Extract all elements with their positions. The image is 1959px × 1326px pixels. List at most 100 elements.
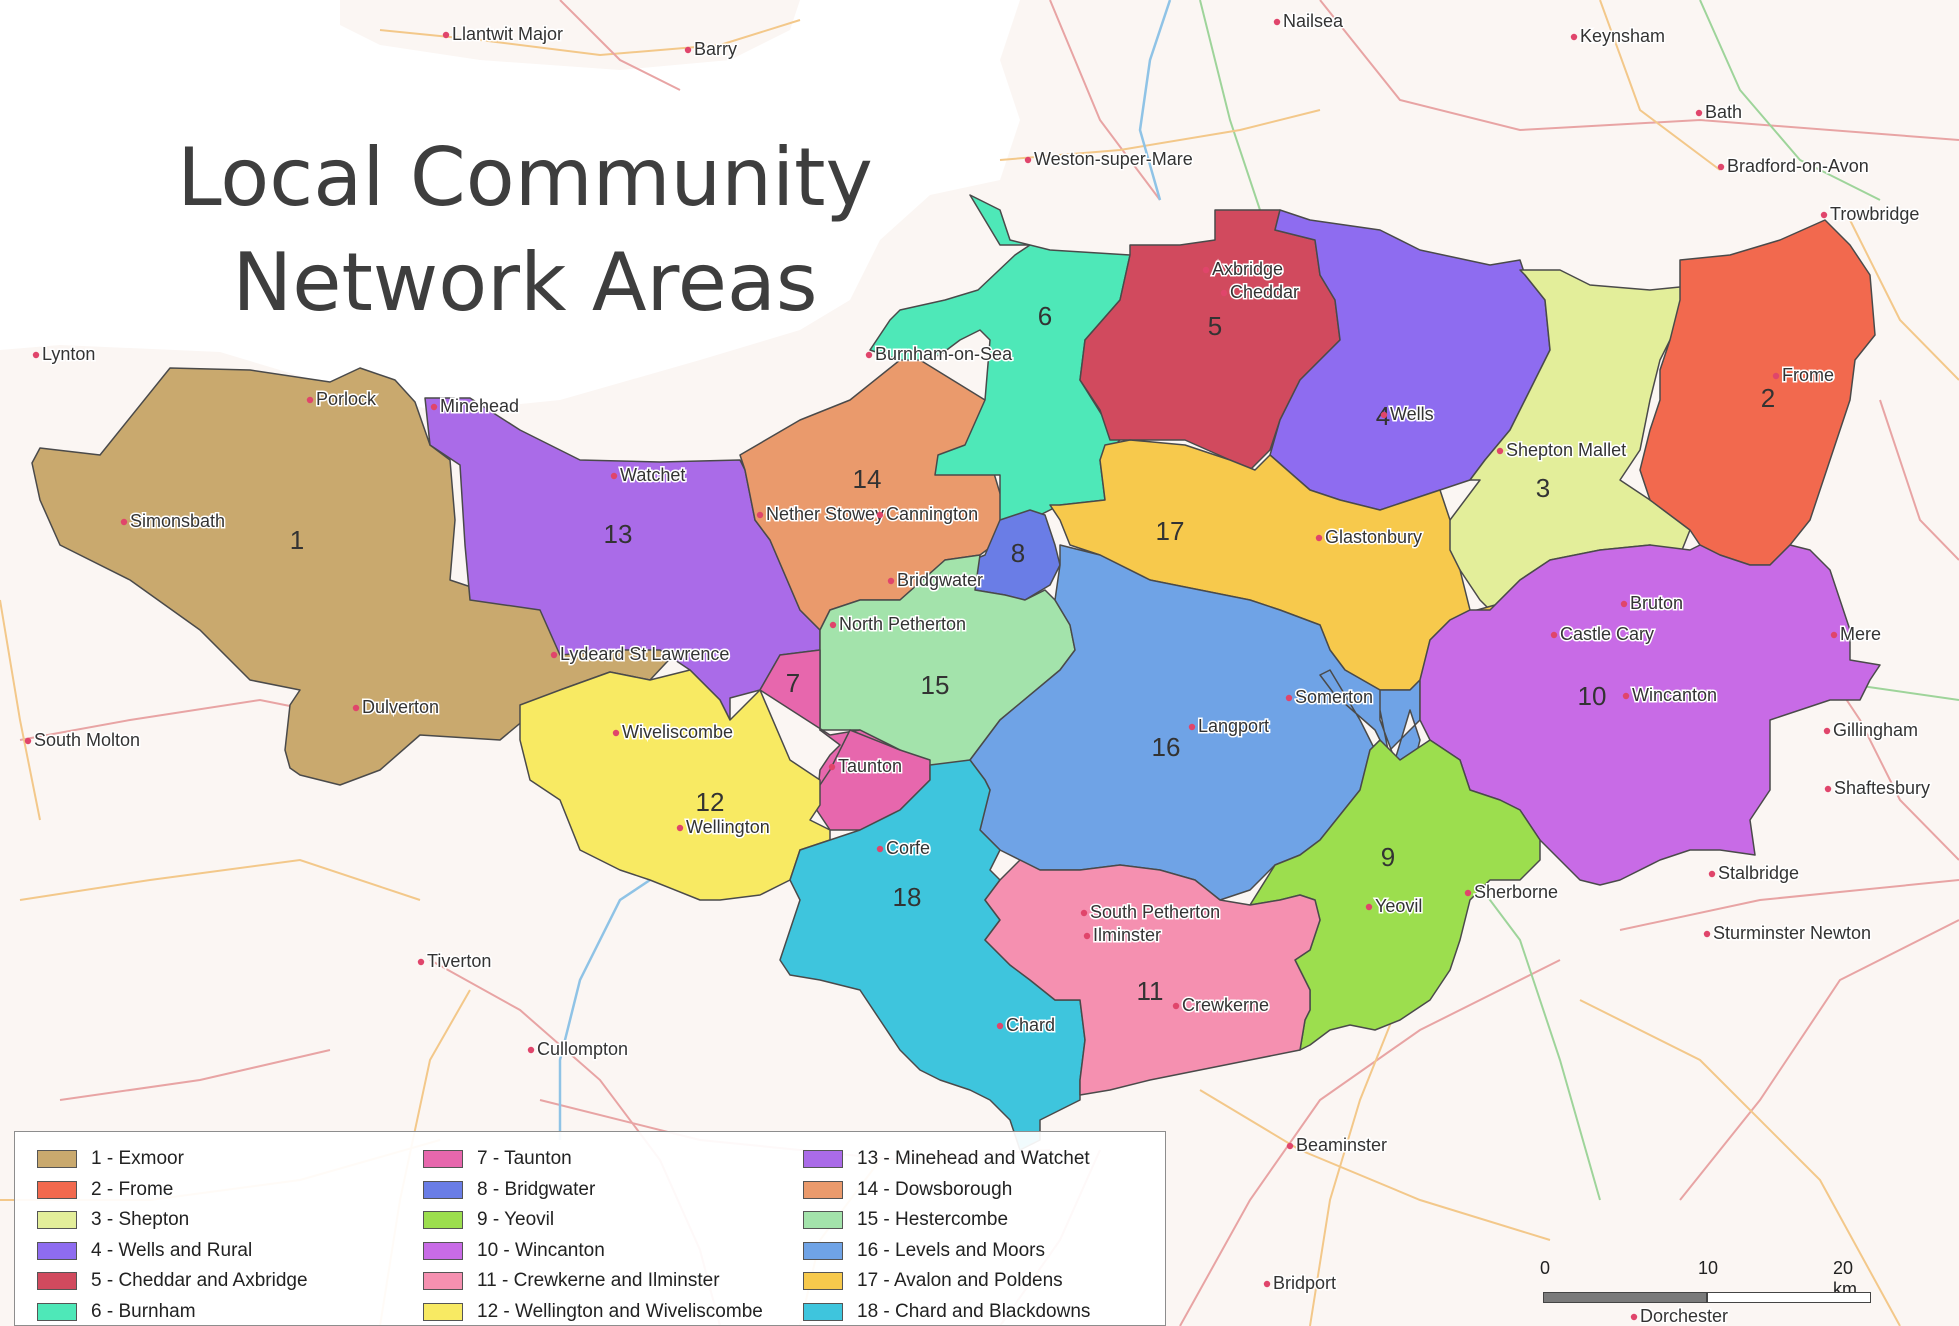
area-number-12: 12 bbox=[696, 787, 725, 817]
place-label: Corfe bbox=[886, 838, 930, 858]
legend-swatch bbox=[803, 1272, 843, 1290]
legend-swatch bbox=[423, 1302, 463, 1321]
place-dot bbox=[829, 621, 837, 629]
place-labels: Llantwit MajorBarryNailseaKeynshamBathWe… bbox=[24, 10, 1932, 1326]
place-dot bbox=[828, 763, 836, 771]
place-label: Ilminster bbox=[1093, 925, 1161, 945]
legend-item-2: 2 - Frome bbox=[37, 1178, 173, 1202]
legend-swatch bbox=[423, 1180, 463, 1199]
legend-item-1: 1 - Exmoor bbox=[37, 1147, 184, 1171]
area-number-1: 1 bbox=[290, 525, 304, 555]
area-12-wellington-and-wiveliscombe[interactable] bbox=[519, 669, 831, 901]
place-label: Stalbridge bbox=[1718, 863, 1799, 883]
place-label: Watchet bbox=[620, 465, 685, 485]
place-dot bbox=[887, 577, 895, 585]
place-dot bbox=[1380, 411, 1388, 419]
legend-item-10: 10 - Wincanton bbox=[423, 1239, 605, 1263]
place-label: Dorchester bbox=[1640, 1306, 1728, 1326]
place-dot bbox=[1570, 33, 1578, 41]
land-wales bbox=[340, 0, 800, 70]
area-number-18: 18 bbox=[893, 882, 922, 912]
area-number-16: 16 bbox=[1152, 732, 1181, 762]
place-dot bbox=[1286, 1142, 1294, 1150]
place-dot bbox=[684, 46, 692, 54]
place-dot bbox=[1083, 932, 1091, 940]
place-label: Bridport bbox=[1273, 1273, 1336, 1293]
legend-label: 5 - Cheddar and Axbridge bbox=[91, 1270, 308, 1291]
area-number-2: 2 bbox=[1761, 383, 1775, 413]
area-number-3: 3 bbox=[1536, 473, 1550, 503]
place-dot bbox=[1772, 372, 1780, 380]
place-dot bbox=[1630, 1313, 1638, 1321]
legend-item-7: 7 - Taunton bbox=[423, 1147, 572, 1171]
place-dot bbox=[676, 824, 684, 832]
area-number-6: 6 bbox=[1038, 301, 1052, 331]
legend-label: 15 - Hestercombe bbox=[857, 1209, 1009, 1230]
place-dot bbox=[996, 1022, 1004, 1030]
legend-label: 12 - Wellington and Wiveliscombe bbox=[477, 1300, 763, 1322]
place-label: Cullompton bbox=[537, 1039, 628, 1059]
legend-item-14: 14 - Dowsborough bbox=[803, 1178, 1012, 1202]
area-number-8: 8 bbox=[1011, 538, 1025, 568]
place-dot bbox=[876, 511, 884, 519]
legend-swatch bbox=[423, 1272, 463, 1290]
area-11-crewkerne-and-ilminster[interactable] bbox=[984, 859, 1321, 1096]
place-dot bbox=[32, 351, 40, 359]
place-label: Frome bbox=[1782, 365, 1834, 385]
area-number-7: 7 bbox=[786, 668, 800, 698]
place-label: Chard bbox=[1006, 1015, 1055, 1035]
place-dot bbox=[1708, 870, 1716, 878]
legend-swatch bbox=[37, 1150, 77, 1168]
place-dot bbox=[1823, 727, 1831, 735]
place-dot bbox=[1315, 534, 1323, 542]
legend-label: 17 - Avalon and Poldens bbox=[857, 1270, 1063, 1291]
place-label: Weston-super-Mare bbox=[1034, 149, 1193, 169]
legend-item-17: 17 - Avalon and Poldens bbox=[803, 1269, 1063, 1293]
community-areas[interactable] bbox=[31, 194, 1881, 1151]
legend-swatch bbox=[803, 1150, 843, 1168]
place-label: Simonsbath bbox=[130, 511, 225, 531]
place-dot bbox=[612, 729, 620, 737]
legend-item-18: 18 - Chard and Blackdowns bbox=[803, 1300, 1090, 1324]
place-dot bbox=[306, 396, 314, 404]
legend-label: 7 - Taunton bbox=[477, 1148, 572, 1169]
place-dot bbox=[527, 1046, 535, 1054]
place-label: Wellington bbox=[686, 817, 770, 837]
place-label: Dulverton bbox=[362, 697, 439, 717]
place-label: Gillingham bbox=[1833, 720, 1918, 740]
map-title-line2: Network Areas bbox=[232, 236, 818, 329]
place-dot bbox=[1263, 1280, 1271, 1288]
place-label: South Molton bbox=[34, 730, 140, 750]
legend-label: 11 - Crewkerne and Ilminster bbox=[477, 1270, 720, 1291]
legend-item-4: 4 - Wells and Rural bbox=[37, 1239, 252, 1263]
place-label: Bruton bbox=[1630, 593, 1683, 613]
place-label: Nailsea bbox=[1283, 11, 1344, 31]
place-label: Keynsham bbox=[1580, 26, 1665, 46]
legend-label: 14 - Dowsborough bbox=[857, 1178, 1013, 1200]
legend-label: 2 - Frome bbox=[91, 1178, 174, 1200]
place-dot bbox=[1703, 930, 1711, 938]
scale-tick-0: 0 bbox=[1540, 1258, 1551, 1278]
place-dot bbox=[1620, 600, 1628, 608]
place-label: Wincanton bbox=[1632, 685, 1717, 705]
area-number-labels: 1 2 3 4 5 6 7 8 9 10 11 12 13 14 15 16 1… bbox=[290, 301, 1775, 1006]
place-label: Minehead bbox=[440, 396, 519, 416]
legend-swatch bbox=[423, 1150, 463, 1168]
place-dot bbox=[865, 351, 873, 359]
place-dot bbox=[417, 958, 425, 966]
place-dot bbox=[1080, 909, 1088, 917]
place-dot bbox=[1188, 723, 1196, 731]
place-label: Porlock bbox=[316, 389, 377, 409]
place-dot bbox=[1365, 903, 1373, 911]
legend-item-6: 6 - Burnham bbox=[37, 1300, 196, 1324]
legend-item-16: 16 - Levels and Moors bbox=[803, 1239, 1045, 1263]
legend-label: 6 - Burnham bbox=[91, 1300, 196, 1322]
scale-bar-light-segment bbox=[1707, 1292, 1871, 1303]
legend-swatch bbox=[37, 1241, 77, 1260]
legend-item-11: 11 - Crewkerne and Ilminster bbox=[423, 1269, 720, 1293]
legend-item-5: 5 - Cheddar and Axbridge bbox=[37, 1269, 308, 1293]
place-dot bbox=[430, 403, 438, 411]
place-dot bbox=[1285, 694, 1293, 702]
place-label: Axbridge bbox=[1212, 259, 1283, 279]
